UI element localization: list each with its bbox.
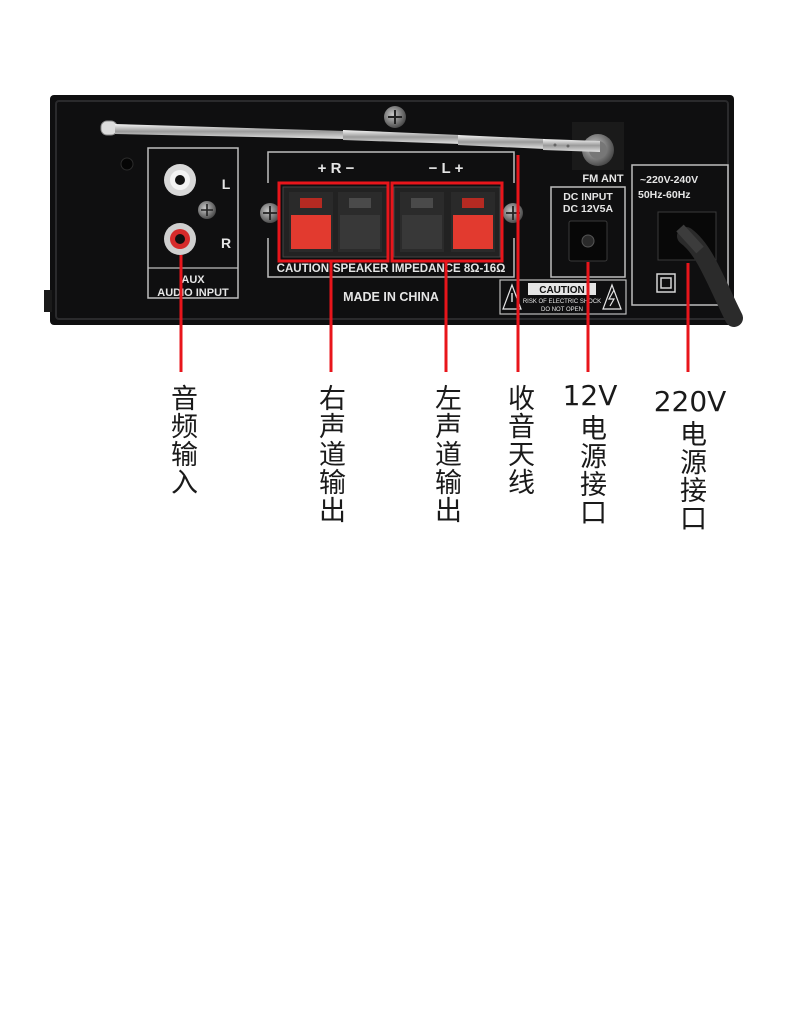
callout-audio-input: 音频输入 [166, 384, 197, 496]
callout-dc-power-label: 电源接口 [575, 414, 606, 526]
impedance-caution: CAUTION:SPEAKER IMPEDANCE 8Ω-16Ω [277, 263, 506, 275]
telescopic-antenna[interactable] [100, 120, 600, 152]
speaker-terminals-right[interactable] [282, 186, 388, 258]
callout-lines [179, 155, 690, 372]
aux-r-label: R [221, 235, 231, 251]
callout-left-channel: 左声道输出 [430, 384, 461, 524]
callout-radio-antenna: 收音天线 [503, 384, 534, 496]
aux-label-line2: AUDIO INPUT [157, 287, 229, 299]
left-channel-marks: − L + [429, 160, 464, 177]
callout-ac-power-label: 电源接口 [675, 420, 706, 532]
double-insulation-icon [656, 273, 676, 293]
right-channel-highlight [277, 181, 390, 263]
callout-dc-power: 12V 电源接口 [552, 380, 628, 533]
caution-line2: DO NOT OPEN [541, 307, 583, 313]
dc-input-line2: DC 12V5A [563, 203, 614, 215]
aux-label-line1: AUX [181, 274, 205, 286]
callout-ac-power: 220V 电源接口 [648, 386, 732, 539]
callout-right-channel: 右声道输出 [314, 384, 345, 524]
made-in-label: MADE IN CHINA [343, 290, 439, 304]
caution-line1: RISK OF ELECTRIC SHOCK [523, 299, 601, 305]
callout-ac-power-voltage: 220V [653, 385, 727, 418]
fm-ant-label: FM ANT [582, 173, 623, 185]
right-channel-marks: + R − [318, 160, 355, 177]
ac-input-box [631, 164, 729, 306]
speaker-terminals-left[interactable] [393, 186, 501, 258]
caution-label [499, 279, 627, 315]
ac-frequency-label: 50Hz-60Hz [638, 189, 691, 201]
dc-input-line1: DC INPUT [563, 191, 613, 203]
aux-input-box [147, 147, 239, 299]
caution-title: CAUTION [539, 285, 585, 296]
warning-lightning-icon [602, 283, 622, 310]
ac-voltage-label: ~220V-240V [640, 174, 698, 186]
aux-l-label: L [222, 176, 231, 192]
callout-dc-power-voltage: 12V [562, 379, 618, 412]
